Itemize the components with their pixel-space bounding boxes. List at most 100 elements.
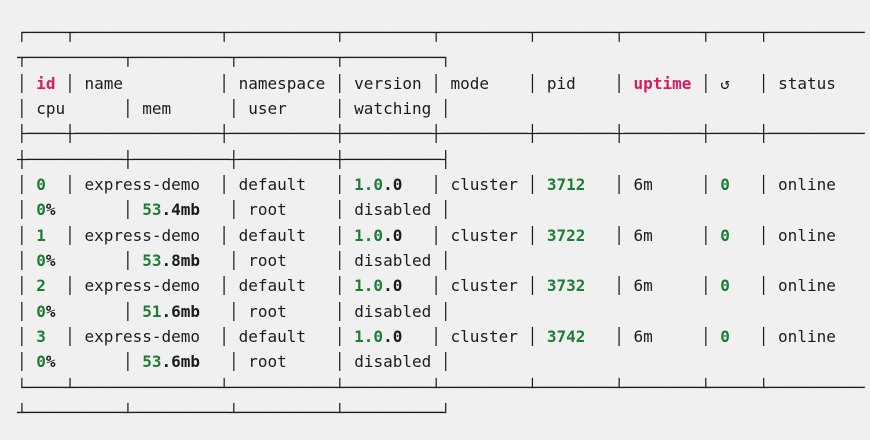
highlighted-text-segment: .0	[383, 276, 403, 296]
terminal-line: │ cpu │ mem │ user │ watching │	[17, 96, 870, 121]
text-segment	[402, 175, 431, 194]
highlighted-text-segment: 51	[142, 301, 162, 321]
terminal-line: │ 3 │ express-demo │ default │ 1.0.0 │ c…	[17, 324, 870, 349]
text-segment	[65, 99, 123, 118]
text-segment: 6m	[633, 326, 701, 346]
text-segment: │	[758, 225, 779, 245]
highlighted-text-segment: 0	[720, 326, 730, 346]
text-segment: │	[758, 174, 779, 194]
highlighted-text-segment: 0	[720, 225, 730, 245]
highlighted-text-segment: 3732	[546, 276, 586, 296]
text-segment: │	[431, 73, 451, 93]
text-segment: disabled	[354, 200, 441, 220]
terminal-line: └────┴───────────────┴───────────┴──────…	[17, 375, 870, 400]
highlighted-text-segment: %	[45, 250, 56, 270]
text-segment: └────┴───────────────┴───────────┴──────…	[17, 377, 865, 397]
text-segment: root	[248, 301, 335, 321]
highlighted-text-segment: 0	[36, 250, 46, 270]
text-segment	[46, 175, 65, 194]
text-segment: │	[700, 225, 721, 245]
text-segment: ┌────┬───────────────┬───────────┬──────…	[17, 23, 865, 42]
highlighted-text-segment: 3742	[546, 326, 586, 346]
text-segment: │	[17, 301, 37, 321]
text-segment: │	[334, 326, 355, 346]
text-segment	[585, 276, 614, 295]
terminal-line: │ 2 │ express-demo │ default │ 1.0.0 │ c…	[17, 273, 870, 298]
terminal-line: │ 0 │ express-demo │ default │ 1.0.0 │ c…	[17, 172, 870, 197]
text-segment	[56, 302, 123, 321]
text-segment: │	[431, 276, 451, 296]
text-segment: │	[334, 73, 355, 93]
text-segment	[56, 352, 123, 371]
highlighted-text-segment: 3	[36, 326, 46, 346]
highlighted-text-segment: 1.0	[354, 174, 384, 194]
terminal-line: ┼──────────┼──────────┼──────────┼──────…	[17, 147, 870, 172]
text-segment	[585, 327, 614, 346]
text-segment: │	[700, 326, 721, 346]
text-segment	[325, 74, 335, 93]
highlighted-text-segment: 0	[36, 174, 46, 194]
text-segment: default	[238, 326, 335, 346]
text-segment: │	[440, 200, 451, 220]
highlighted-text-segment: .0	[383, 225, 403, 245]
text-segment	[730, 74, 759, 93]
text-segment: │	[334, 174, 355, 194]
text-segment: disabled	[354, 250, 441, 270]
text-segment	[836, 74, 865, 93]
text-segment: │	[122, 250, 143, 270]
text-segment: │	[614, 174, 634, 194]
terminal-line: │ 0% │ 53.8mb │ root │ disabled │	[17, 248, 870, 273]
text-segment: │	[65, 276, 85, 296]
text-segment: │	[17, 276, 37, 296]
highlighted-text-segment: .0	[383, 326, 403, 346]
text-segment	[585, 226, 614, 245]
text-segment: 6m	[633, 225, 701, 245]
highlighted-text-segment: 1.0	[354, 225, 384, 245]
text-segment: ┼──────────┼──────────┼──────────┼──────…	[17, 149, 451, 169]
text-segment: │	[228, 301, 249, 321]
text-segment: │	[527, 276, 547, 296]
terminal-line: │ id │ name │ namespace │ version │ mode…	[17, 71, 870, 96]
text-segment	[200, 352, 229, 371]
text-segment	[402, 226, 431, 245]
text-segment: cluster	[450, 174, 528, 194]
text-segment: │	[614, 225, 634, 245]
text-segment	[171, 99, 229, 118]
text-segment: express-demo	[84, 326, 220, 346]
text-segment: default	[238, 225, 335, 245]
text-segment: │	[440, 98, 451, 118]
text-segment	[730, 327, 759, 346]
text-segment: │	[614, 276, 634, 296]
text-segment: │	[65, 73, 85, 93]
terminal-line: │ 0% │ 51.6mb │ root │ disabled │	[17, 299, 870, 324]
text-segment: │	[758, 326, 779, 346]
text-segment: │	[431, 174, 451, 194]
text-segment: │	[17, 352, 37, 372]
text-segment: cluster	[450, 276, 528, 296]
highlighted-text-segment: 2	[36, 276, 46, 296]
text-segment: cpu	[36, 98, 66, 118]
text-segment: │	[122, 98, 143, 118]
text-segment: │	[219, 225, 239, 245]
text-segment: │	[17, 174, 37, 194]
text-segment: │	[334, 352, 355, 372]
text-segment: │	[17, 225, 37, 245]
terminal-line: │ 0% │ 53.6mb │ root │ disabled │	[17, 349, 870, 374]
text-segment: │	[527, 225, 547, 245]
text-segment: │	[219, 174, 239, 194]
highlighted-text-segment: .8mb	[161, 250, 201, 270]
text-segment: │	[440, 250, 451, 270]
text-segment: │	[758, 276, 779, 296]
text-segment: ├────┼───────────────┼───────────┼──────…	[17, 124, 865, 144]
text-segment: online	[778, 276, 865, 296]
text-segment: │	[17, 326, 37, 346]
text-segment: │	[440, 301, 451, 321]
highlighted-text-segment: 1.0	[354, 326, 384, 346]
highlighted-text-segment: .0	[383, 174, 403, 194]
text-segment: │	[700, 276, 721, 296]
text-segment: │	[700, 174, 721, 194]
text-segment	[489, 74, 528, 93]
text-segment: status	[778, 73, 836, 93]
text-segment: │	[527, 73, 547, 93]
